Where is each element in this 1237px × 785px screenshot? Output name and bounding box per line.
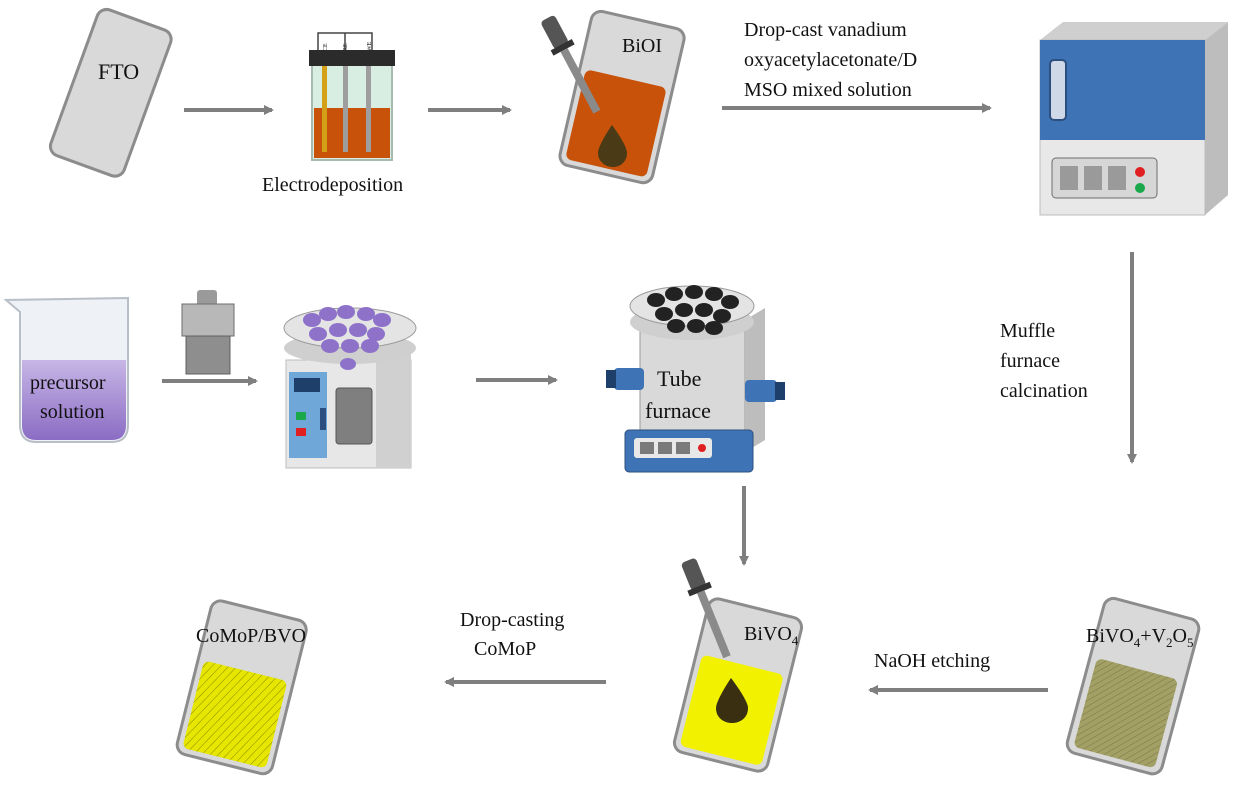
tube-label-1: Tube: [657, 366, 701, 391]
droplet-icon: [598, 125, 627, 167]
precursor-label-1: precursor: [30, 372, 106, 394]
muffle-label-2: furnace: [1000, 350, 1060, 372]
dropcasting-label-2: CoMoP: [474, 638, 536, 660]
bivo4-v2o5-slide-icon: [1065, 596, 1201, 776]
bivo4-v2o5-label: BiVO4+V2O5: [1086, 625, 1193, 650]
tube-label-2: furnace: [645, 398, 711, 423]
dropper-icon: [681, 558, 731, 659]
autoclave-oven-icon: [283, 305, 417, 469]
beaker-icon: [3, 296, 129, 443]
tube-furnace-icon: [606, 285, 785, 473]
droplet-icon: [716, 678, 748, 723]
comop-bvo-label: CoMoP/BVO: [196, 625, 306, 647]
muffle-label-1: Muffle: [1000, 320, 1055, 342]
comop-bvo-slide-icon: [175, 599, 308, 776]
fto-slide-icon: [48, 7, 173, 178]
svg-text:WE: WE: [367, 41, 373, 51]
dropper-icon: [541, 15, 601, 114]
naoh-etching-label: NaOH etching: [874, 650, 990, 672]
electrodeposition-cell-icon: CE RE WE: [309, 32, 395, 161]
dropcast-label-1: Drop-cast vanadium: [744, 19, 907, 41]
bivo4-label: BiVO4: [744, 623, 799, 648]
svg-text:CE: CE: [323, 43, 329, 51]
dropcast-label-3: MSO mixed solution: [744, 79, 912, 101]
bioi-label: BiOI: [622, 35, 662, 57]
press-weight-icon: [181, 290, 235, 375]
dropcast-label-2: oxyacetylacetonate/D: [744, 49, 917, 71]
fto-label: FTO: [98, 59, 139, 84]
svg-text:RE: RE: [343, 43, 349, 51]
electrodeposition-label: Electrodeposition: [262, 174, 403, 196]
muffle-furnace-icon: [1039, 22, 1228, 216]
precursor-label-2: solution: [40, 401, 104, 423]
muffle-label-3: calcination: [1000, 380, 1088, 402]
dropcasting-label-1: Drop-casting: [460, 609, 564, 631]
